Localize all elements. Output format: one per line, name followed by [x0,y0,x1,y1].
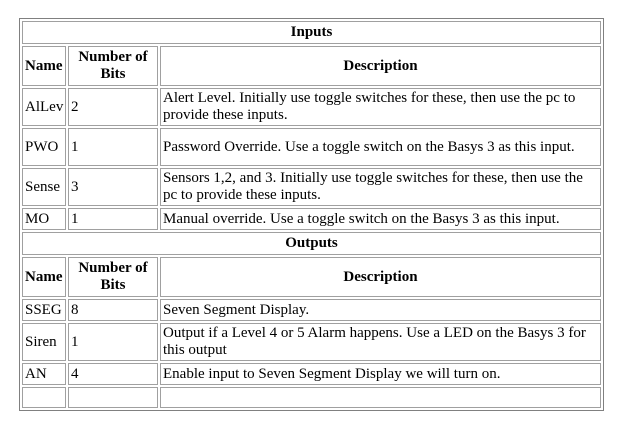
signal-name-cell: SSEG [22,299,66,321]
table-row: MO 1 Manual override. Use a toggle switc… [22,208,601,230]
inputs-header-row: Name Number of Bits Description [22,46,601,86]
signal-name-cell: AN [22,363,66,385]
table-row: Sense 3 Sensors 1,2, and 3. Initially us… [22,168,601,206]
outputs-header-row: Name Number of Bits Description [22,257,601,297]
outputs-section-row: Outputs [22,232,601,255]
inputs-section-row: Inputs [22,21,601,44]
description-cell: Seven Segment Display. [160,299,601,321]
signal-name-cell: Siren [22,323,66,361]
bit-count-cell: 3 [68,168,158,206]
inputs-section-title: Inputs [22,21,601,44]
signal-name-cell: MO [22,208,66,230]
signal-name-cell [22,387,66,408]
outputs-section-title: Outputs [22,232,601,255]
table-row: PWO 1 Password Override. Use a toggle sw… [22,128,601,166]
bit-count-cell: 2 [68,88,158,126]
bit-count-cell: 1 [68,208,158,230]
description-cell [160,387,601,408]
table-row: AN 4 Enable input to Seven Segment Displ… [22,363,601,385]
inputs-header-name: Name [22,46,66,86]
signal-name-cell: PWO [22,128,66,166]
signal-name-cell: AlLev [22,88,66,126]
outputs-header-bits: Number of Bits [68,257,158,297]
description-cell: Sensors 1,2, and 3. Initially use toggle… [160,168,601,206]
inputs-header-bits: Number of Bits [68,46,158,86]
description-cell: Alert Level. Initially use toggle switch… [160,88,601,126]
table-row [22,387,601,408]
io-table: Inputs Name Number of Bits Description A… [19,18,604,411]
table-row: AlLev 2 Alert Level. Initially use toggl… [22,88,601,126]
table-row: SSEG 8 Seven Segment Display. [22,299,601,321]
bit-count-cell: 1 [68,128,158,166]
description-cell: Output if a Level 4 or 5 Alarm happens. … [160,323,601,361]
outputs-header-description: Description [160,257,601,297]
signal-name-cell: Sense [22,168,66,206]
description-cell: Enable input to Seven Segment Display we… [160,363,601,385]
outputs-header-name: Name [22,257,66,297]
bit-count-cell: 1 [68,323,158,361]
description-cell: Password Override. Use a toggle switch o… [160,128,601,166]
bit-count-cell [68,387,158,408]
table-row: Siren 1 Output if a Level 4 or 5 Alarm h… [22,323,601,361]
bit-count-cell: 4 [68,363,158,385]
bit-count-cell: 8 [68,299,158,321]
description-cell: Manual override. Use a toggle switch on … [160,208,601,230]
inputs-header-description: Description [160,46,601,86]
